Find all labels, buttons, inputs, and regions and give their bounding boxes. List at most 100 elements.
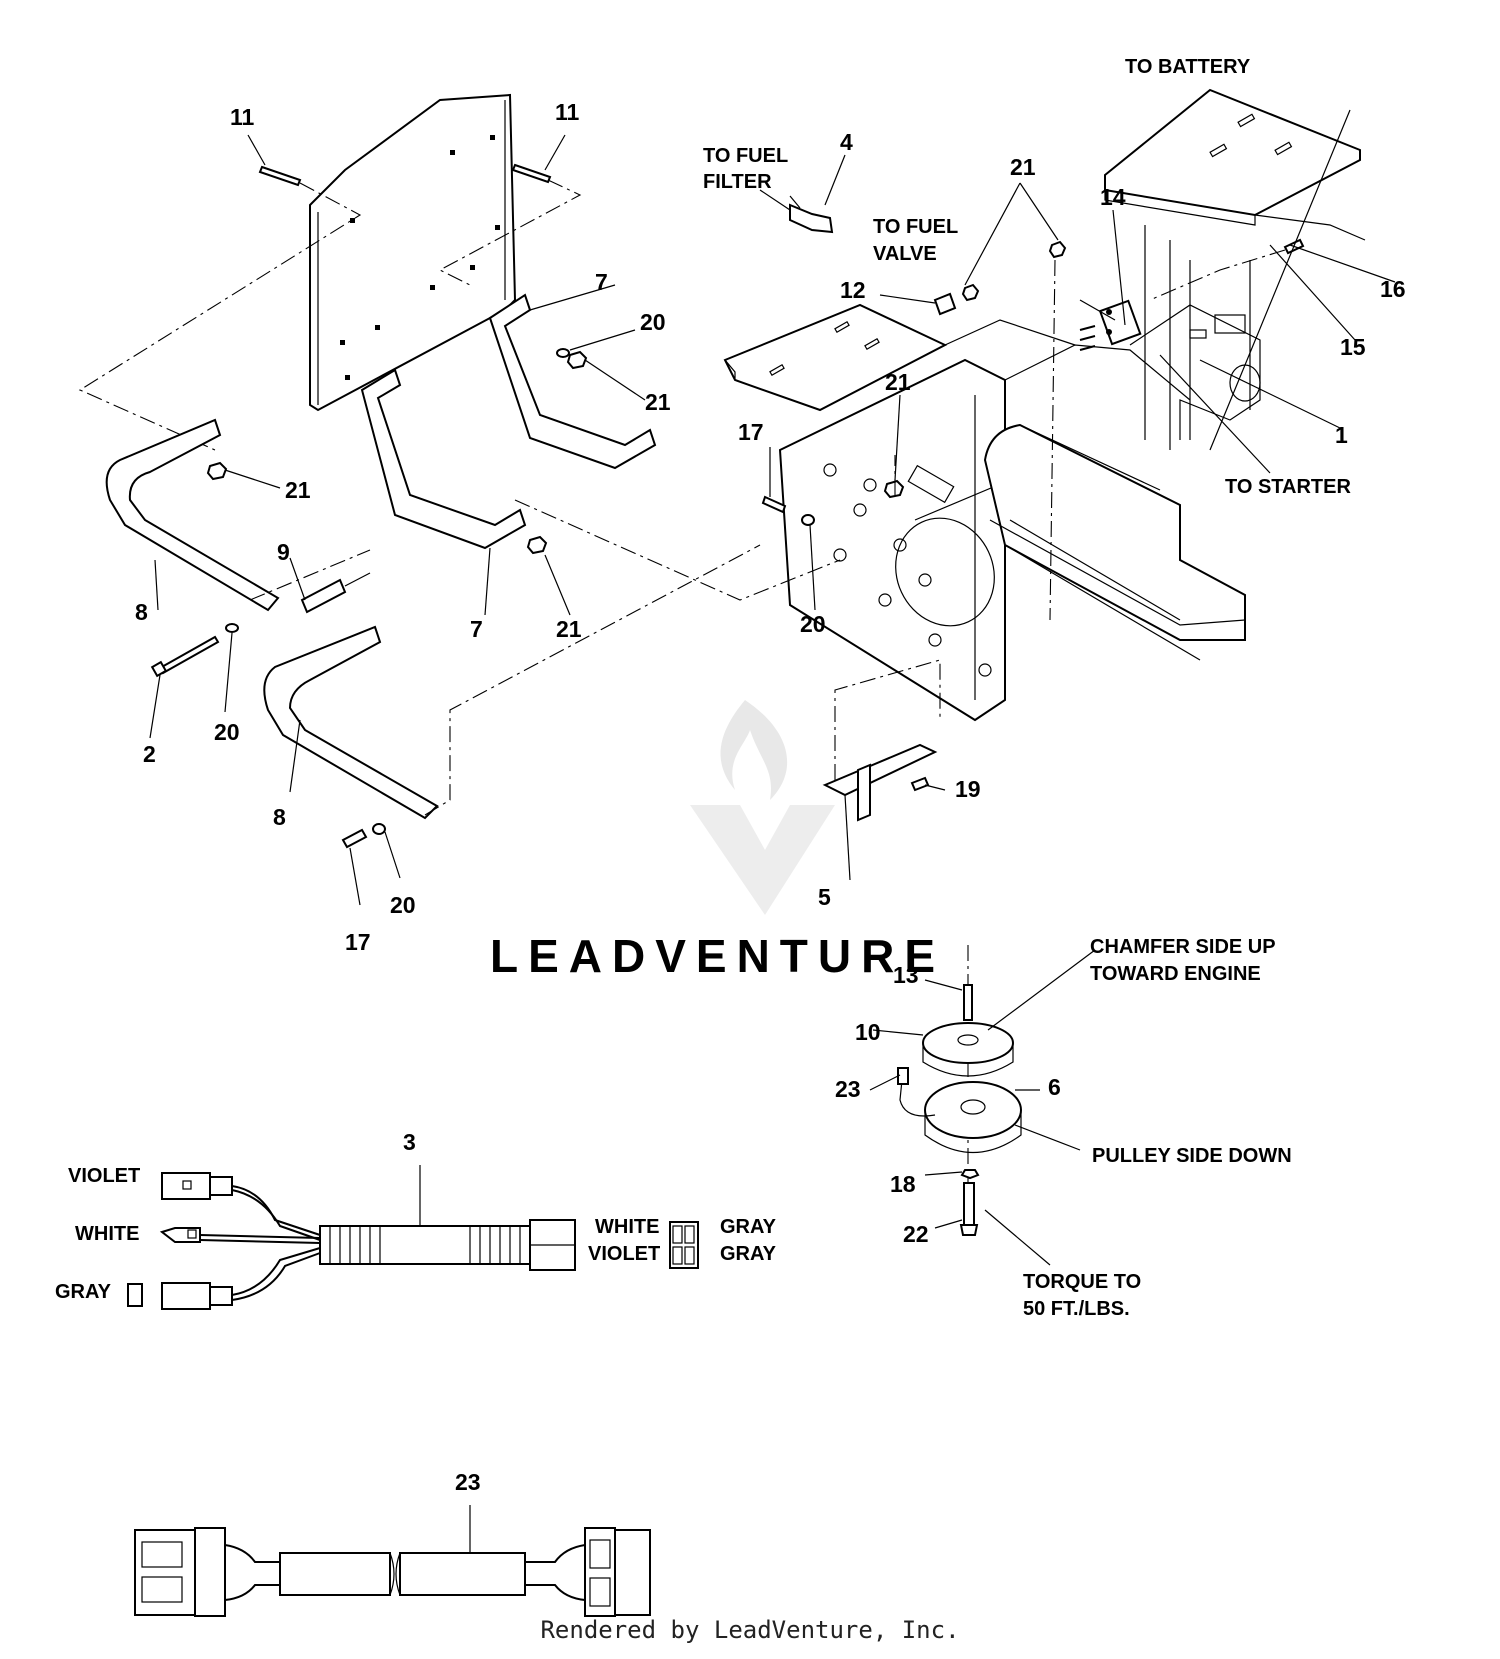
- callouts: 11 11 4 21 14 7 20 21 12 21 16 15 1 21 9…: [135, 99, 1406, 1495]
- washer-18: [960, 1169, 980, 1180]
- note-to-fuel-filter: FILTER: [703, 171, 772, 193]
- wire-label-gray: GRAY: [720, 1216, 777, 1238]
- callout-14: 14: [1100, 184, 1126, 210]
- solenoid: [1079, 299, 1142, 351]
- callout-19: 19: [955, 776, 981, 802]
- clamp-12: [933, 292, 957, 316]
- note-torque: TORQUE TO: [1023, 1271, 1141, 1293]
- nut-21-c: [883, 479, 905, 499]
- callout-21: 21: [885, 369, 911, 395]
- note-pulley-side-down: PULLEY SIDE DOWN: [1092, 1145, 1292, 1167]
- bolt-2: [158, 635, 220, 675]
- wire-label-white: WHITE: [75, 1223, 139, 1245]
- slots-mid: [769, 320, 880, 377]
- bracket-7-upper: [488, 293, 657, 470]
- slots-top: [1209, 113, 1293, 158]
- washer-20-b: [801, 514, 815, 526]
- note-torque: 50 FT./LBS.: [1023, 1298, 1130, 1320]
- callout-12: 12: [840, 277, 866, 303]
- gray-terminal: [127, 1283, 143, 1307]
- bolt-22: [963, 1182, 975, 1226]
- callout-11: 11: [230, 104, 255, 130]
- callout-22: 22: [903, 1221, 929, 1247]
- callout-11: 11: [555, 99, 580, 125]
- callout-13: 13: [893, 962, 919, 988]
- main-plug-face: [669, 1221, 699, 1269]
- pulley-10: [922, 1022, 1014, 1064]
- watermark-text: LEADVENTURE: [490, 930, 945, 982]
- nut-21-d: [206, 461, 228, 481]
- washer-20-a: [556, 348, 570, 358]
- cable-23: [134, 1527, 651, 1617]
- callout-16: 16: [1380, 276, 1406, 302]
- bracket-5: [822, 743, 938, 797]
- callout-8: 8: [135, 599, 148, 625]
- callout-20: 20: [214, 719, 240, 745]
- note-to-fuel-filter: TO FUEL: [703, 145, 788, 167]
- mid-plate: [723, 303, 948, 412]
- callout-20: 20: [640, 309, 666, 335]
- callout-2: 2: [143, 741, 156, 767]
- violet-connector: [161, 1172, 211, 1200]
- flame-logo-icon: [720, 700, 788, 800]
- note-to-fuel-valve: TO FUEL: [873, 216, 958, 238]
- v-logo-icon: [690, 805, 835, 915]
- connector-23-small: [897, 1067, 909, 1085]
- callout-17: 17: [345, 929, 371, 955]
- wire-label-gray: GRAY: [55, 1281, 112, 1303]
- wire-label-violet: VIOLET: [68, 1165, 140, 1187]
- fuel-fitting-4: [789, 203, 834, 234]
- callout-7: 7: [595, 269, 608, 295]
- callout-20: 20: [800, 611, 826, 637]
- nut-21-e: [526, 535, 548, 555]
- note-to-battery: TO BATTERY: [1125, 56, 1251, 78]
- notes: TO BATTERY TO FUEL FILTER TO FUEL VALVE …: [703, 56, 1351, 1320]
- screw-19: [910, 776, 930, 792]
- note-to-fuel-valve: VALVE: [873, 243, 937, 265]
- rod-8-upper: [105, 418, 280, 612]
- callout-21: 21: [645, 389, 671, 415]
- wire-label-gray: GRAY: [720, 1243, 777, 1265]
- callout-5: 5: [818, 884, 831, 910]
- harness-sleeve: [319, 1225, 531, 1265]
- wire-labels: VIOLET WHITE GRAY WHITE VIOLET GRAY GRAY: [55, 1165, 777, 1303]
- cable-left-end: [279, 1552, 391, 1596]
- spacer-9: [300, 578, 347, 614]
- nut-21-b: [566, 350, 588, 370]
- rod-8-lower: [263, 625, 439, 820]
- wire-label-white: WHITE: [595, 1216, 659, 1238]
- clutch-assembly: [897, 945, 1022, 1236]
- bolt-17-upper: [761, 495, 787, 514]
- wire-label-violet: VIOLET: [588, 1243, 660, 1265]
- cable-right-end: [399, 1552, 526, 1596]
- washer-20-d: [372, 823, 386, 835]
- callout-21: 21: [1010, 154, 1036, 180]
- frame-body: [778, 358, 1006, 722]
- bracket-7-lower: [360, 368, 527, 550]
- note-chamfer: CHAMFER SIDE UP: [1090, 936, 1276, 958]
- callout-10: 10: [855, 1019, 881, 1045]
- callout-1: 1: [1335, 422, 1348, 448]
- callout-9: 9: [277, 539, 290, 565]
- top-plate: [1104, 88, 1361, 217]
- side-panel: [309, 93, 517, 412]
- callout-7: 7: [470, 616, 483, 642]
- callout-20: 20: [390, 892, 416, 918]
- bolt-11-left: [258, 165, 302, 187]
- bolt-11-right: [511, 163, 552, 184]
- bolt-17-lower: [341, 828, 368, 849]
- frame-holes: [823, 463, 992, 677]
- nut-21-a1: [961, 283, 980, 302]
- washer-20-c: [225, 623, 239, 633]
- callout-21: 21: [556, 616, 582, 642]
- callout-8: 8: [273, 804, 286, 830]
- panel-holes: [340, 135, 500, 380]
- watermark: LEADVENTURE: [490, 700, 945, 982]
- left-panel-assembly: [78, 93, 761, 849]
- pin-13: [963, 984, 973, 1021]
- frame-tube: [983, 423, 1246, 641]
- harness-3: [127, 1172, 699, 1310]
- callout-18: 18: [890, 1171, 916, 1197]
- callout-6: 6: [1048, 1074, 1061, 1100]
